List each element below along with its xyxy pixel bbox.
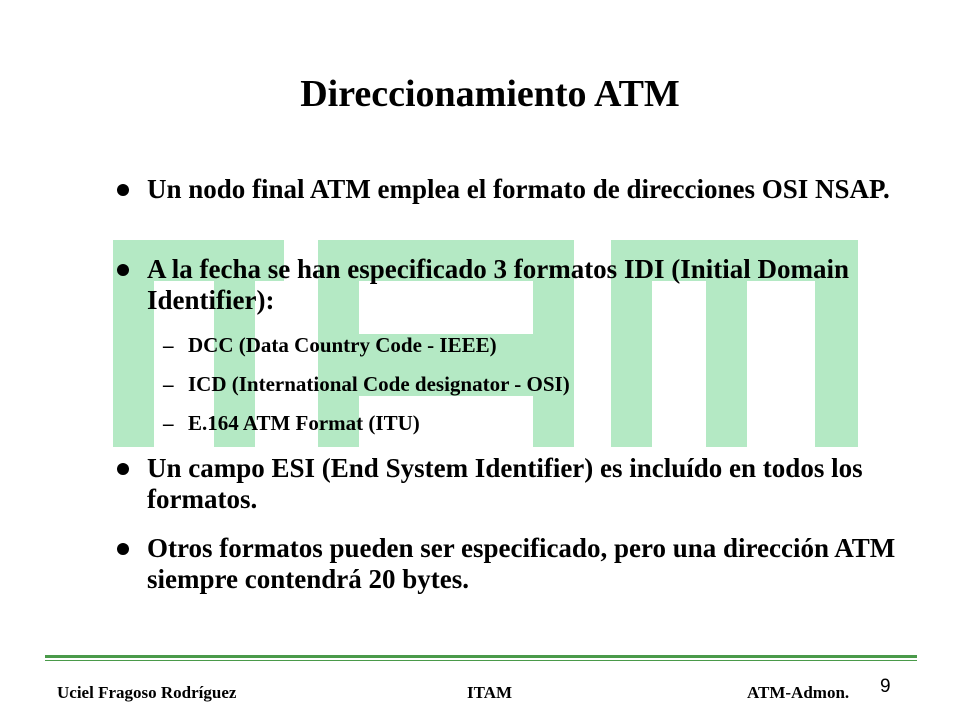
sub-bullet-item: – E.164 ATM Format (ITU) bbox=[163, 410, 863, 436]
bullet-item: Un campo ESI (End System Identifier) es … bbox=[117, 453, 897, 515]
footer-divider-thin bbox=[45, 660, 917, 661]
footer-institution: ITAM bbox=[467, 683, 513, 702]
bullet-text: A la fecha se han especificado 3 formato… bbox=[147, 254, 849, 315]
bullet-dot-icon bbox=[117, 463, 129, 475]
sub-bullet-text: ICD (International Code designator - OSI… bbox=[188, 372, 570, 396]
footer-course: ATM-Admon. bbox=[747, 683, 850, 702]
bullet-item: Otros formatos pueden ser especificado, … bbox=[117, 533, 897, 595]
bullet-item: Un nodo final ATM emplea el formato de d… bbox=[117, 174, 897, 205]
sub-bullet-text: DCC (Data Country Code - IEEE) bbox=[188, 333, 497, 357]
dash-icon: – bbox=[163, 372, 174, 396]
dash-icon: – bbox=[163, 411, 174, 435]
bullet-item: A la fecha se han especificado 3 formato… bbox=[117, 254, 897, 316]
bullet-dot-icon bbox=[117, 184, 129, 196]
footer-author: Uciel Fragoso Rodríguez bbox=[57, 683, 237, 702]
bullet-text: Otros formatos pueden ser especificado, … bbox=[147, 533, 896, 594]
bullet-dot-icon bbox=[117, 264, 129, 276]
bullet-text: Un nodo final ATM emplea el formato de d… bbox=[147, 174, 890, 204]
footer-divider bbox=[45, 655, 917, 658]
bullet-dot-icon bbox=[117, 543, 129, 555]
sub-bullet-item: – ICD (International Code designator - O… bbox=[163, 371, 863, 397]
sub-bullet-item: – DCC (Data Country Code - IEEE) bbox=[163, 332, 863, 358]
dash-icon: – bbox=[163, 333, 174, 357]
page-number: 9 bbox=[880, 676, 891, 697]
sub-bullet-text: E.164 ATM Format (ITU) bbox=[188, 411, 420, 435]
slide-title: Direccionamiento ATM bbox=[300, 73, 680, 115]
bullet-text: Un campo ESI (End System Identifier) es … bbox=[147, 453, 863, 514]
